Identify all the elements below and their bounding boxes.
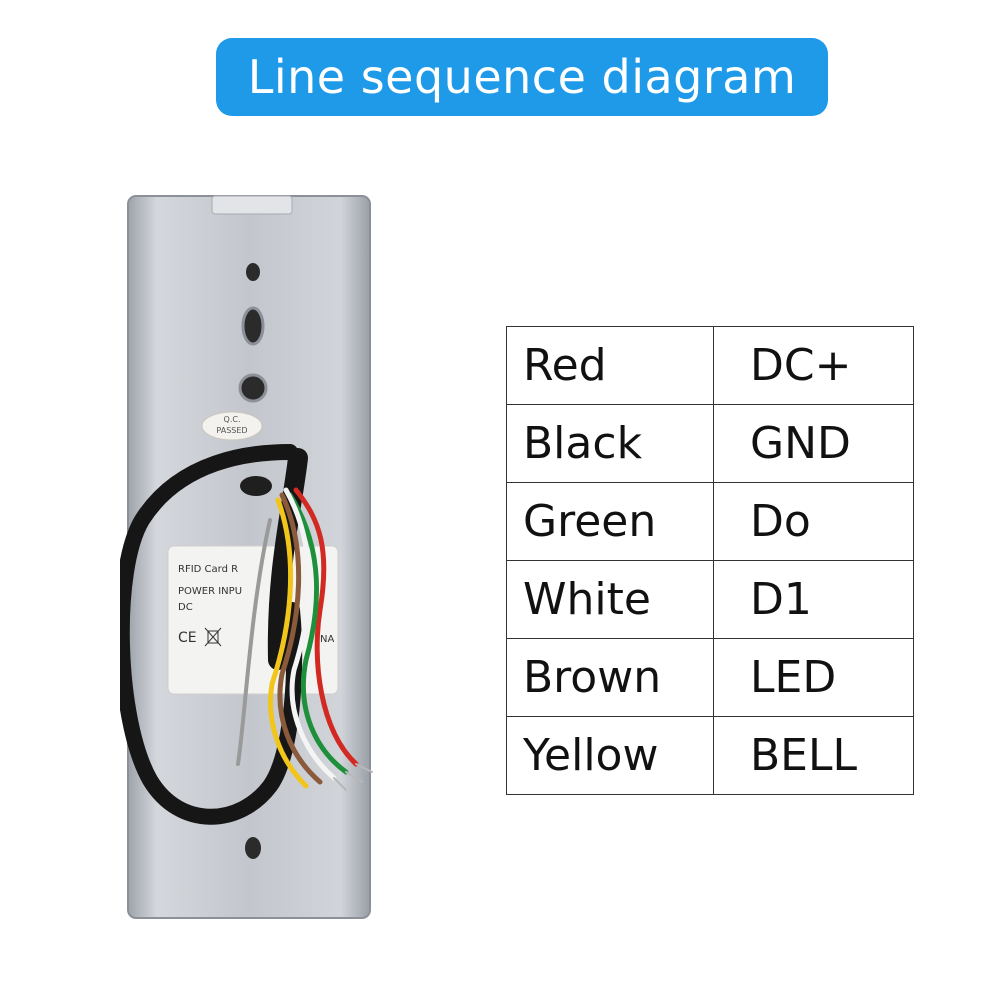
cable-grommet [240,476,272,496]
wire-gray [236,518,272,766]
wire-white [283,487,337,781]
wire-bundle [236,487,359,789]
title-badge: Line sequence diagram [216,38,828,116]
table-row: Black GND [506,404,914,483]
signal-cell: DC+ [713,326,914,405]
signal-cell: BELL [713,716,914,795]
wire-color-cell: Green [506,482,714,561]
wire-color-cell: Black [506,404,714,483]
ce-mark: CE [178,630,197,646]
table-row: Green Do [506,482,914,561]
wire-color-cell: Red [506,326,714,405]
mounting-hole-1 [246,263,260,281]
qc-sticker-line-2: PASSED [216,426,247,435]
label-line-1: RFID Card R [178,564,238,575]
cable-into-panel [267,448,308,670]
signal-cell: D1 [713,560,914,639]
qc-sticker-line-1: Q.C. [224,415,241,424]
wire-yellow [268,497,309,789]
table-row: Brown LED [506,638,914,717]
label-line-5: NA [320,634,334,645]
wire-brown [277,492,323,785]
wire-color-cell: Brown [506,638,714,717]
mounting-hole-2 [241,306,265,346]
label-line-2: POWER INPU [178,586,242,597]
wire-color-cell: Yellow [506,716,714,795]
wire-color-cell: White [506,560,714,639]
mounting-hole-4 [245,837,261,859]
wire-red [293,487,359,767]
wiring-table: Red DC+ Black GND Green Do White D1 Brow… [506,326,914,795]
signal-cell: LED [713,638,914,717]
table-row: Red DC+ [506,326,914,405]
mounting-hole-3 [238,373,268,403]
qc-sticker: Q.C. PASSED [201,411,263,441]
signal-cell: Do [713,482,914,561]
top-notch [211,195,293,215]
wire-green [287,492,349,775]
cable-loop [120,444,303,825]
card-reader-back-panel: Q.C. PASSED RFID Card R POWER INPU DC CE… [120,195,373,919]
label-line-3: DC [178,602,193,613]
table-row: Yellow BELL [506,716,914,795]
table-row: White D1 [506,560,914,639]
signal-cell: GND [713,404,914,483]
page-title: Line sequence diagram [247,50,797,104]
weee-bin-icon [204,627,222,647]
wire-tips [333,763,373,791]
